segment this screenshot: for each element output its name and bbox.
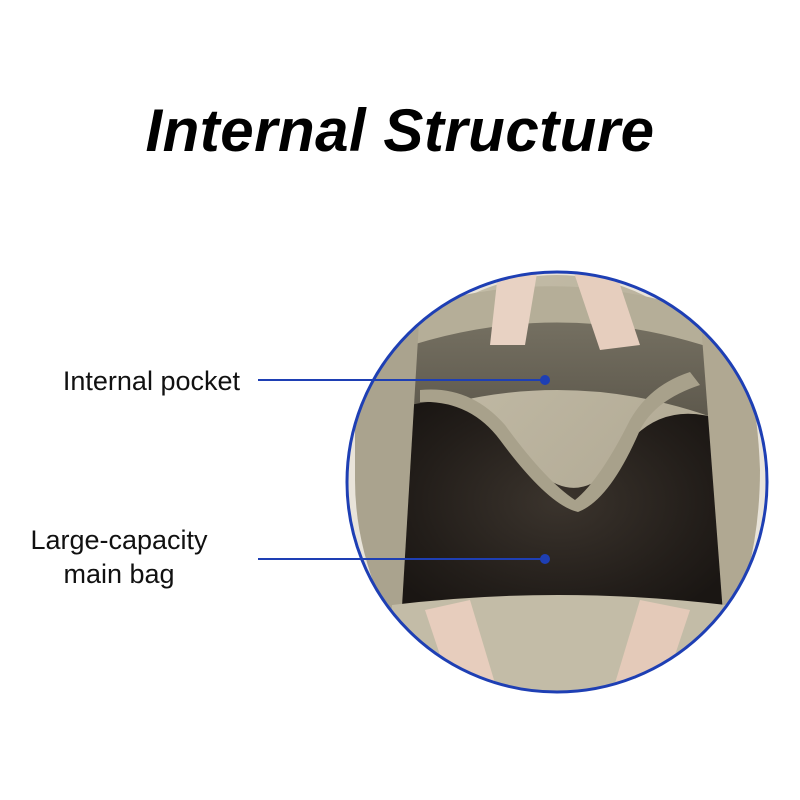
main-bag-label: Large-capacity main bag bbox=[0, 523, 238, 591]
strap-bottom-right bbox=[610, 600, 690, 691]
bag-rim bbox=[370, 286, 745, 360]
strap-bottom-left bbox=[425, 600, 500, 691]
internal-pocket-flap bbox=[420, 372, 700, 512]
side-wall-left bbox=[355, 304, 420, 640]
pocket-leader-dot bbox=[540, 375, 550, 385]
page-title: Internal Structure bbox=[145, 97, 655, 164]
bag-photo bbox=[348, 273, 766, 691]
main-bag-label-line1: Large-capacity bbox=[30, 525, 208, 555]
internal-pocket-label: Internal pocket bbox=[62, 366, 240, 396]
strap-top-right bbox=[568, 273, 640, 350]
main-bag-label-line2: main bag bbox=[63, 559, 175, 589]
back-wall bbox=[395, 299, 720, 420]
highlight-ring bbox=[345, 270, 769, 694]
main-compartment bbox=[392, 401, 726, 625]
main-bag-leader-dot bbox=[540, 554, 550, 564]
side-wall-right bbox=[700, 310, 760, 640]
